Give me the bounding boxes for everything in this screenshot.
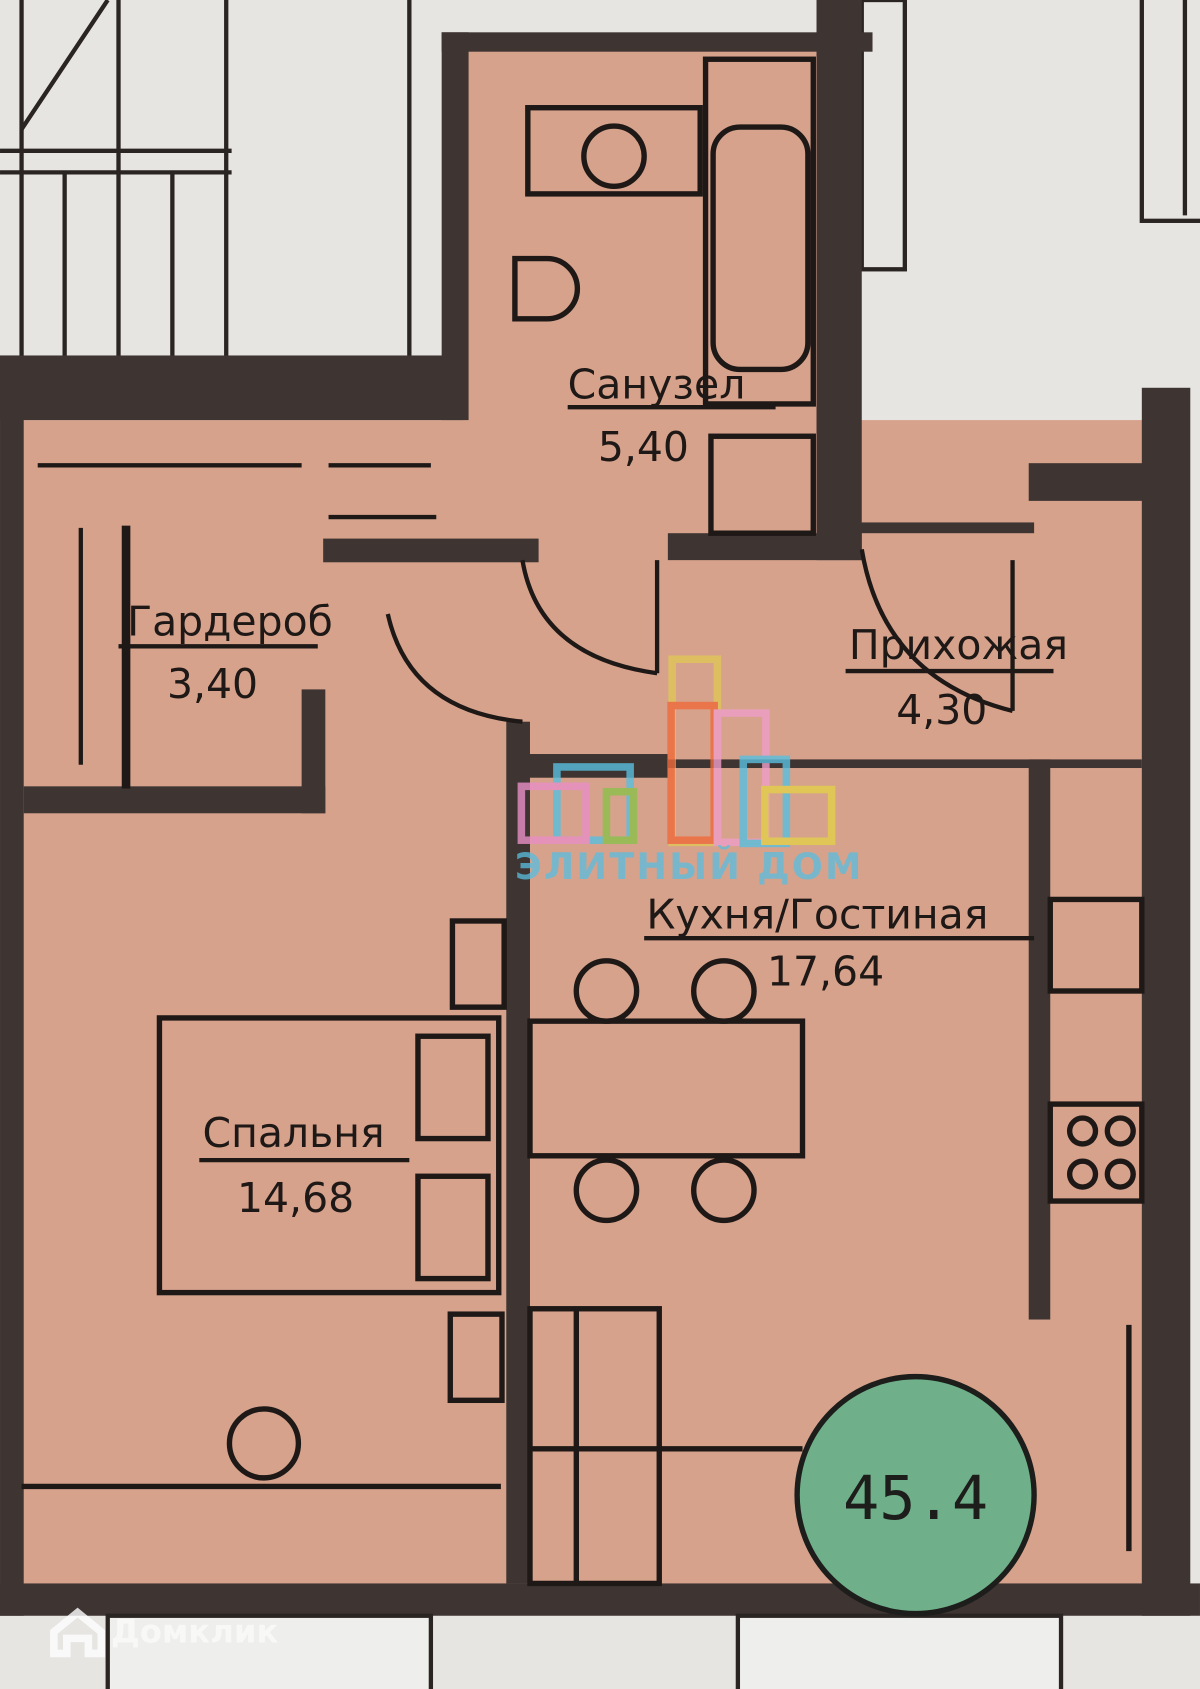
room-prihozhaya: Прихожая 4,30: [845, 621, 1068, 734]
svg-text:Гардероб: Гардероб: [127, 598, 333, 646]
watermark-text: ЭЛИТНЫЙ ДОМ: [515, 844, 864, 888]
svg-text:17,64: 17,64: [767, 948, 884, 996]
svg-text:14,68: 14,68: [237, 1174, 354, 1222]
dining-table: [527, 1018, 806, 1159]
svg-text:Санузел: Санузел: [568, 361, 746, 409]
svg-text:Домклик: Домклик: [111, 1613, 279, 1651]
svg-text:Прихожая: Прихожая: [849, 621, 1068, 669]
windows: [105, 1613, 1064, 1689]
plant-icon: [226, 1406, 302, 1481]
wardrobe-hangers: [37, 463, 437, 789]
svg-text:5,40: 5,40: [598, 423, 689, 471]
svg-text:Кухня/Гостиная: Кухня/Гостиная: [646, 891, 988, 939]
room-garderob: Гардероб 3,40: [118, 598, 333, 708]
room-kitchen-living: Кухня/Гостиная 17,64: [644, 891, 1035, 996]
svg-text:3,40: 3,40: [167, 660, 258, 708]
furniture: [21, 896, 1145, 1587]
watermark-logo: [517, 655, 836, 848]
room-sanuzel: Санузел 5,40: [568, 361, 776, 471]
bathtub-icon: [710, 124, 811, 373]
toilet-icon: [512, 255, 580, 322]
domclick-logo: Домклик: [50, 1607, 279, 1658]
sink-icon: [581, 123, 647, 190]
walls: [0, 0, 1200, 1616]
staircase: [0, 0, 412, 364]
svg-text:Спальня: Спальня: [203, 1109, 385, 1157]
svg-text:45.4: 45.4: [843, 1464, 988, 1534]
svg-text:4,30: 4,30: [896, 686, 987, 734]
doors: [385, 549, 1015, 724]
house-icon: [50, 1607, 106, 1658]
bathroom-fixtures: [512, 56, 816, 536]
total-area-badge: 45.4: [794, 1373, 1037, 1617]
room-bedroom: Спальня 14,68: [199, 1109, 410, 1222]
bed: [156, 1015, 502, 1296]
